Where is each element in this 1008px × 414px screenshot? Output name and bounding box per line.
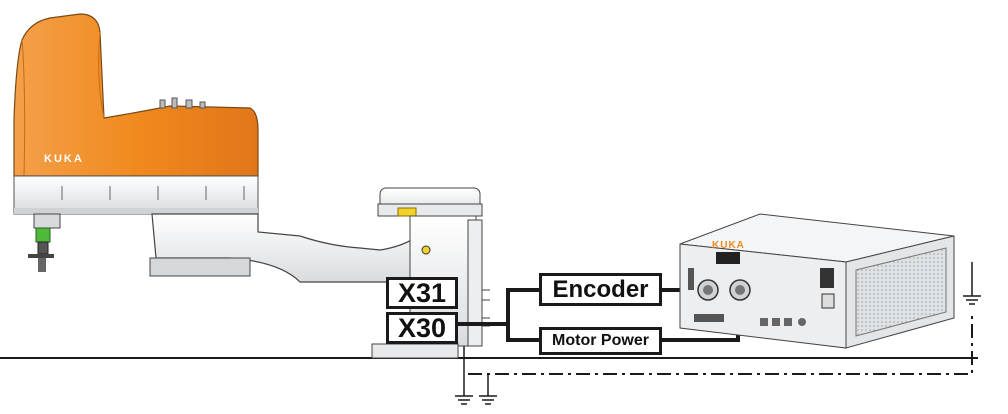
controller-brand-logo: KUKA — [712, 240, 745, 251]
ground-dashdot-line — [468, 312, 973, 375]
cable-label-encoder: Encoder — [539, 273, 662, 306]
connector-label-x31: X31 — [386, 277, 458, 309]
tool-flange — [35, 227, 51, 243]
connector-label-x30: X30 — [386, 312, 458, 344]
motor-power-cable — [458, 322, 539, 342]
scara-robot: KUKA — [13, 13, 490, 359]
robot-brand-logo: KUKA — [44, 153, 84, 165]
controller-vent — [855, 247, 947, 337]
ground-symbol-robot-2 — [479, 374, 497, 405]
ground-symbol-robot — [455, 340, 473, 405]
ground-symbol-controller — [963, 262, 981, 305]
robot-controller: KUKA — [679, 213, 955, 349]
robot-orange-cover — [13, 13, 259, 177]
robot-base-block — [371, 343, 459, 359]
cable-label-motor-power: Motor Power — [539, 327, 662, 355]
